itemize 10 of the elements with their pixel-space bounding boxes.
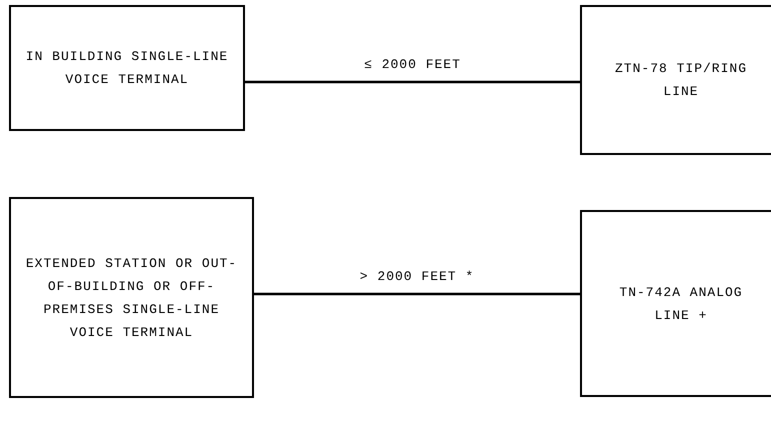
box-label: TN-742A ANALOG LINE + — [618, 284, 744, 324]
box-label: EXTENDED STATION OR OUT-OF-BUILDING OR OFF-PREMISES SINGLE-LINE VOICE TERMINAL — [24, 254, 238, 342]
terminal-box — [9, 197, 254, 398]
terminal-box — [9, 5, 245, 131]
connector-line — [254, 292, 580, 296]
terminal-box — [580, 210, 771, 397]
connector-line — [245, 80, 580, 84]
box-label: IN BUILDING SINGLE-LINE VOICE TERMINAL — [24, 48, 230, 89]
box-label: ZTN-78 TIP/RING LINE — [614, 60, 748, 101]
terminal-box — [580, 5, 771, 155]
